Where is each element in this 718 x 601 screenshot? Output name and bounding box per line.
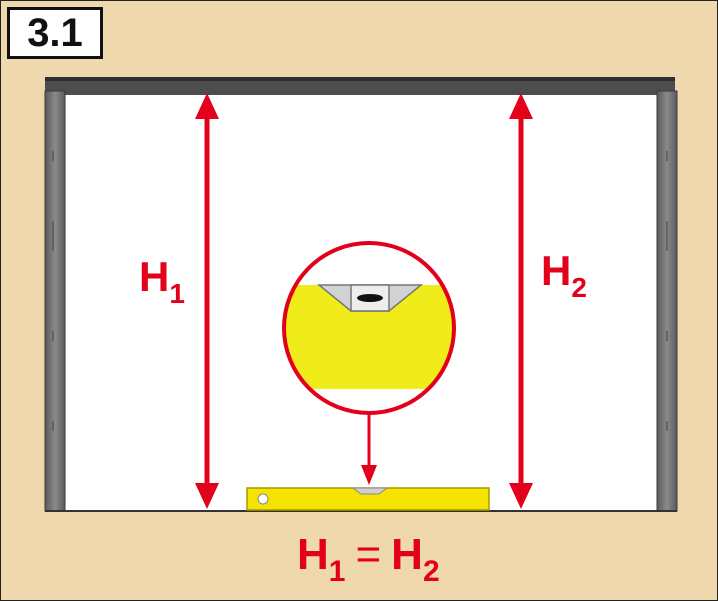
magnifier-pointer-arrow (361, 413, 377, 485)
h1-label: H1 (139, 253, 185, 309)
frame-head (45, 79, 675, 95)
frame-right-jamb (657, 91, 677, 511)
h2-label: H2 (541, 247, 587, 303)
h2-measure-arrow (509, 93, 533, 509)
door-frame (44, 77, 678, 512)
step-number-badge: 3.1 (7, 7, 103, 59)
spirit-level-icon (246, 487, 490, 511)
equation-h1-equals-h2: H1=H2 (297, 530, 440, 588)
level-bubble-icon (357, 294, 383, 302)
magnifier-detail (282, 241, 456, 415)
frame-left-jamb (45, 91, 65, 511)
h1-measure-arrow (195, 93, 219, 509)
